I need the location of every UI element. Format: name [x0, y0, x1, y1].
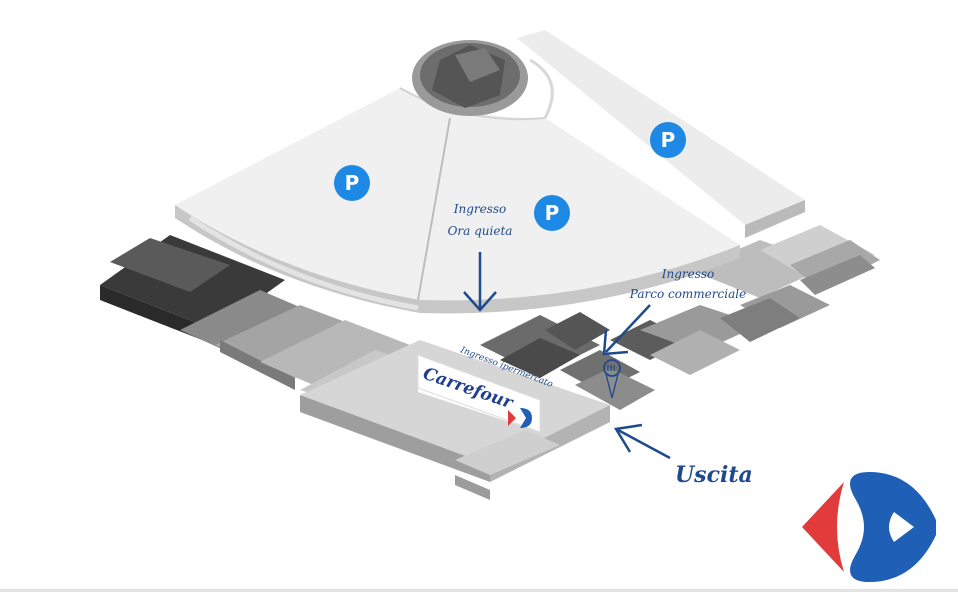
label-ingresso-parco-2: Parco commerciale — [629, 287, 746, 301]
parking-fan — [175, 87, 740, 314]
map-pin-icon — [603, 359, 621, 399]
roundabout — [412, 40, 528, 116]
parking-badge-right: P — [650, 122, 686, 158]
parking-icon: P — [661, 128, 676, 152]
carrefour-sign-logo — [508, 408, 532, 428]
arrow-icon — [613, 423, 671, 460]
bottom-border — [0, 589, 958, 592]
arrow-icon — [602, 304, 651, 356]
parking-badge-left: P — [334, 165, 370, 201]
parking-badge-center: P — [534, 195, 570, 231]
label-ingresso-ora-quieta-2: Ora quieta — [448, 224, 513, 238]
label-ingresso-parco-1: Ingresso — [661, 267, 715, 281]
label-uscita: Uscita — [675, 462, 753, 488]
parking-icon: P — [545, 201, 560, 225]
building-block-right — [690, 225, 880, 342]
arrow-icon — [463, 252, 497, 312]
carrefour-logo — [802, 472, 936, 582]
building-block-left — [100, 235, 440, 410]
label-ingresso-ora-quieta-1: Ingresso — [453, 202, 507, 216]
parking-icon: P — [345, 171, 360, 195]
mall-building — [300, 305, 760, 500]
